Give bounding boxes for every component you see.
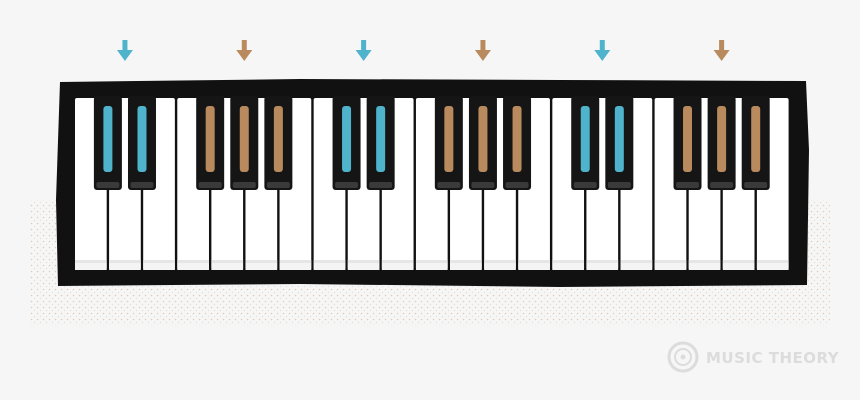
- black-key: [366, 96, 395, 190]
- black-key: [741, 96, 770, 190]
- highlight-strip: [376, 106, 386, 172]
- black-key: [434, 96, 463, 190]
- down-arrow-icon: [713, 40, 730, 61]
- vinyl-record-icon: [667, 341, 699, 373]
- black-key: [571, 96, 600, 190]
- highlight-strip: [444, 106, 454, 172]
- down-arrow-icon: [355, 40, 372, 61]
- highlight-strip: [717, 106, 727, 172]
- black-keys: [93, 96, 770, 190]
- highlight-strip: [580, 106, 590, 172]
- black-key: [673, 96, 702, 190]
- highlight-strip: [137, 106, 147, 172]
- black-key: [468, 96, 497, 190]
- highlight-strip: [478, 106, 488, 172]
- black-key: [230, 96, 259, 190]
- highlight-strip: [103, 106, 113, 172]
- highlight-strip: [239, 106, 249, 172]
- watermark-text: MUSIC THEORY: [706, 349, 840, 367]
- highlight-strip: [273, 106, 283, 172]
- highlight-strip: [614, 106, 624, 172]
- highlight-strip: [205, 106, 215, 172]
- black-key: [127, 96, 156, 190]
- arrow-markers: [116, 40, 730, 61]
- down-arrow-icon: [474, 40, 491, 61]
- black-key: [93, 96, 122, 190]
- black-key: [332, 96, 361, 190]
- highlight-strip: [342, 106, 352, 172]
- highlight-strip: [683, 106, 693, 172]
- down-arrow-icon: [594, 40, 611, 61]
- black-key: [196, 96, 225, 190]
- down-arrow-icon: [116, 40, 133, 61]
- black-key: [605, 96, 634, 190]
- highlight-strip: [751, 106, 761, 172]
- black-key: [264, 96, 293, 190]
- black-key: [707, 96, 736, 190]
- watermark: MUSIC THEORY: [667, 341, 840, 373]
- black-key: [503, 96, 532, 190]
- down-arrow-icon: [236, 40, 253, 61]
- highlight-strip: [512, 106, 522, 172]
